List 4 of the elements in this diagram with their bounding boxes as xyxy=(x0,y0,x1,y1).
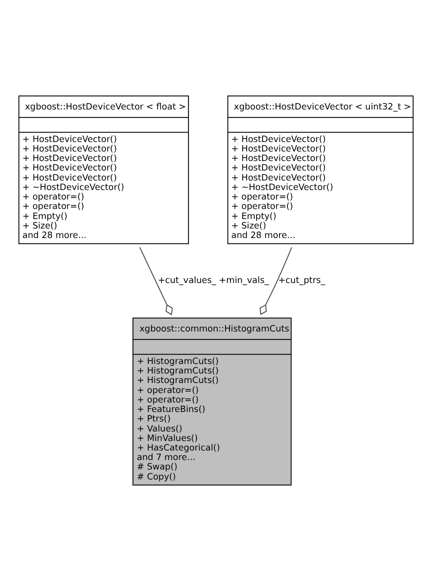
edge-label: +cut_values_ +min_vals_ xyxy=(158,276,269,286)
connector xyxy=(139,246,173,315)
connector xyxy=(260,246,292,314)
edge-label: +cut_ptrs_ xyxy=(278,276,326,286)
